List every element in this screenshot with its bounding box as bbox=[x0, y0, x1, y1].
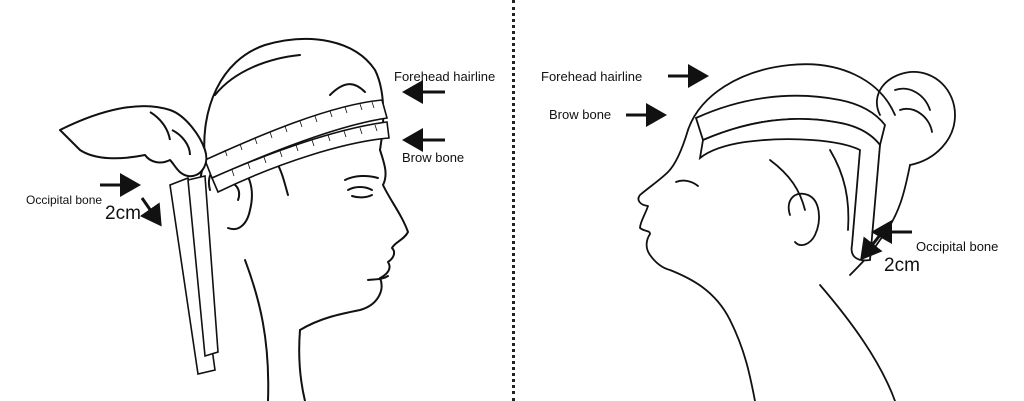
left-arrows bbox=[100, 80, 445, 227]
label-forehead-hairline-right: Forehead hairline bbox=[541, 69, 643, 84]
tape-ticks bbox=[224, 101, 378, 177]
label-offset-right: 2cm bbox=[884, 255, 920, 276]
label-brow-bone-right: Brow bone bbox=[549, 107, 612, 122]
label-offset-left: 2cm bbox=[105, 203, 141, 224]
headband bbox=[694, 94, 886, 262]
label-occipital-bone-right: Occipital bone bbox=[916, 239, 999, 254]
label-occipital-bone-left: Occipital bone bbox=[26, 193, 103, 207]
offset-arrow-right bbox=[860, 229, 886, 261]
label-forehead-hairline-left: Forehead hairline bbox=[394, 69, 496, 84]
label-brow-bone-left: Brow bone bbox=[402, 150, 465, 165]
offset-arrow-left bbox=[139, 197, 162, 227]
tape-measure bbox=[169, 99, 390, 375]
hand-illustration bbox=[59, 105, 208, 178]
left-head-illustration bbox=[198, 38, 409, 401]
panel-divider bbox=[512, 0, 515, 401]
right-arrows bbox=[626, 64, 912, 261]
